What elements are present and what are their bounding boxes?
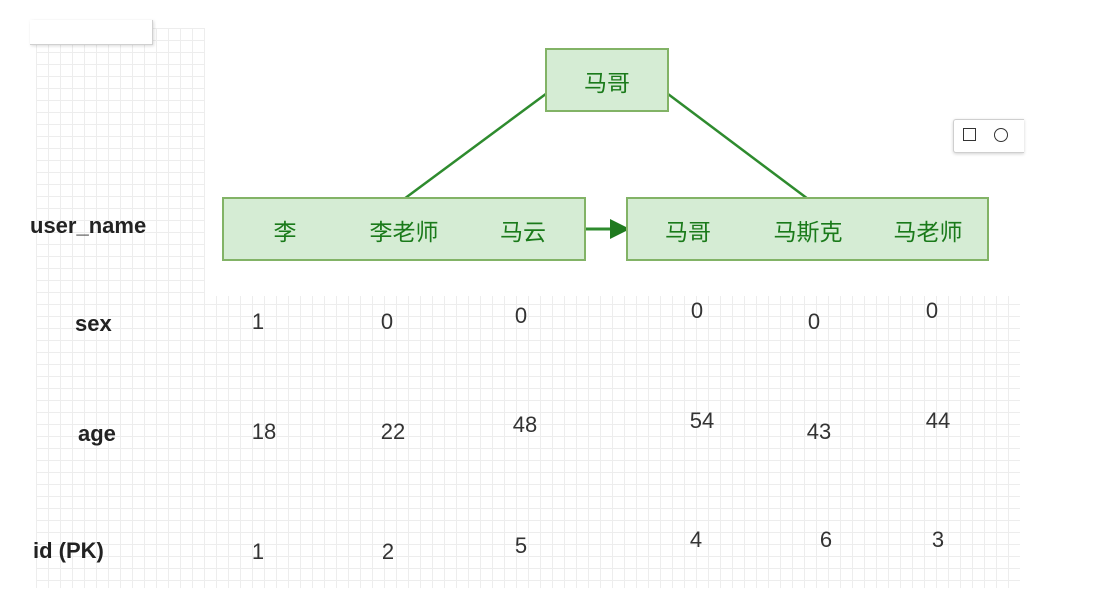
sex-value-3: 0 [514,303,528,328]
edge-root-to-left-leaf [403,80,563,201]
left-leaf-key-2: 李老师 [369,220,439,246]
root-node-label: 马哥 [584,71,630,97]
right-leaf-key-3: 马老师 [893,220,963,246]
id-value-2: 2 [381,539,395,564]
sex-value-2: 0 [380,309,394,334]
sex-value-6: 0 [925,298,939,323]
id-value-5: 6 [819,527,833,552]
sex-value-5: 0 [807,309,821,334]
square-icon[interactable] [963,128,976,141]
age-value-5: 43 [806,419,832,444]
age-value-6: 44 [925,408,951,433]
row-label-id: id (PK) [33,538,104,563]
right-leaf-node[interactable] [626,197,989,261]
format-panel-tab[interactable] [30,20,153,45]
shape-toolbar [953,119,1024,153]
age-value-2: 22 [380,419,406,444]
left-leaf-node[interactable] [222,197,586,261]
row-label-user-name: user_name [30,213,147,238]
row-label-sex: sex [75,311,112,336]
row-label-age: age [78,421,116,446]
age-value-4: 54 [689,408,715,433]
age-value-1: 18 [251,419,277,444]
leaf-link-arrowhead [610,219,630,239]
root-node[interactable] [545,48,669,112]
id-value-4: 4 [689,527,703,552]
circle-icon[interactable] [994,128,1008,142]
age-value-3: 48 [512,412,538,437]
right-leaf-key-2: 马斯克 [773,220,843,246]
sex-value-1: 1 [251,309,265,334]
right-leaf-key-1: 马哥 [665,220,711,246]
sex-value-4: 0 [690,298,704,323]
left-leaf-key-3: 马云 [500,220,546,246]
left-leaf-key-1: 李 [273,220,297,246]
id-value-3: 5 [514,533,528,558]
id-value-1: 1 [251,539,265,564]
edge-root-to-right-leaf [651,81,809,200]
id-value-6: 3 [931,527,945,552]
